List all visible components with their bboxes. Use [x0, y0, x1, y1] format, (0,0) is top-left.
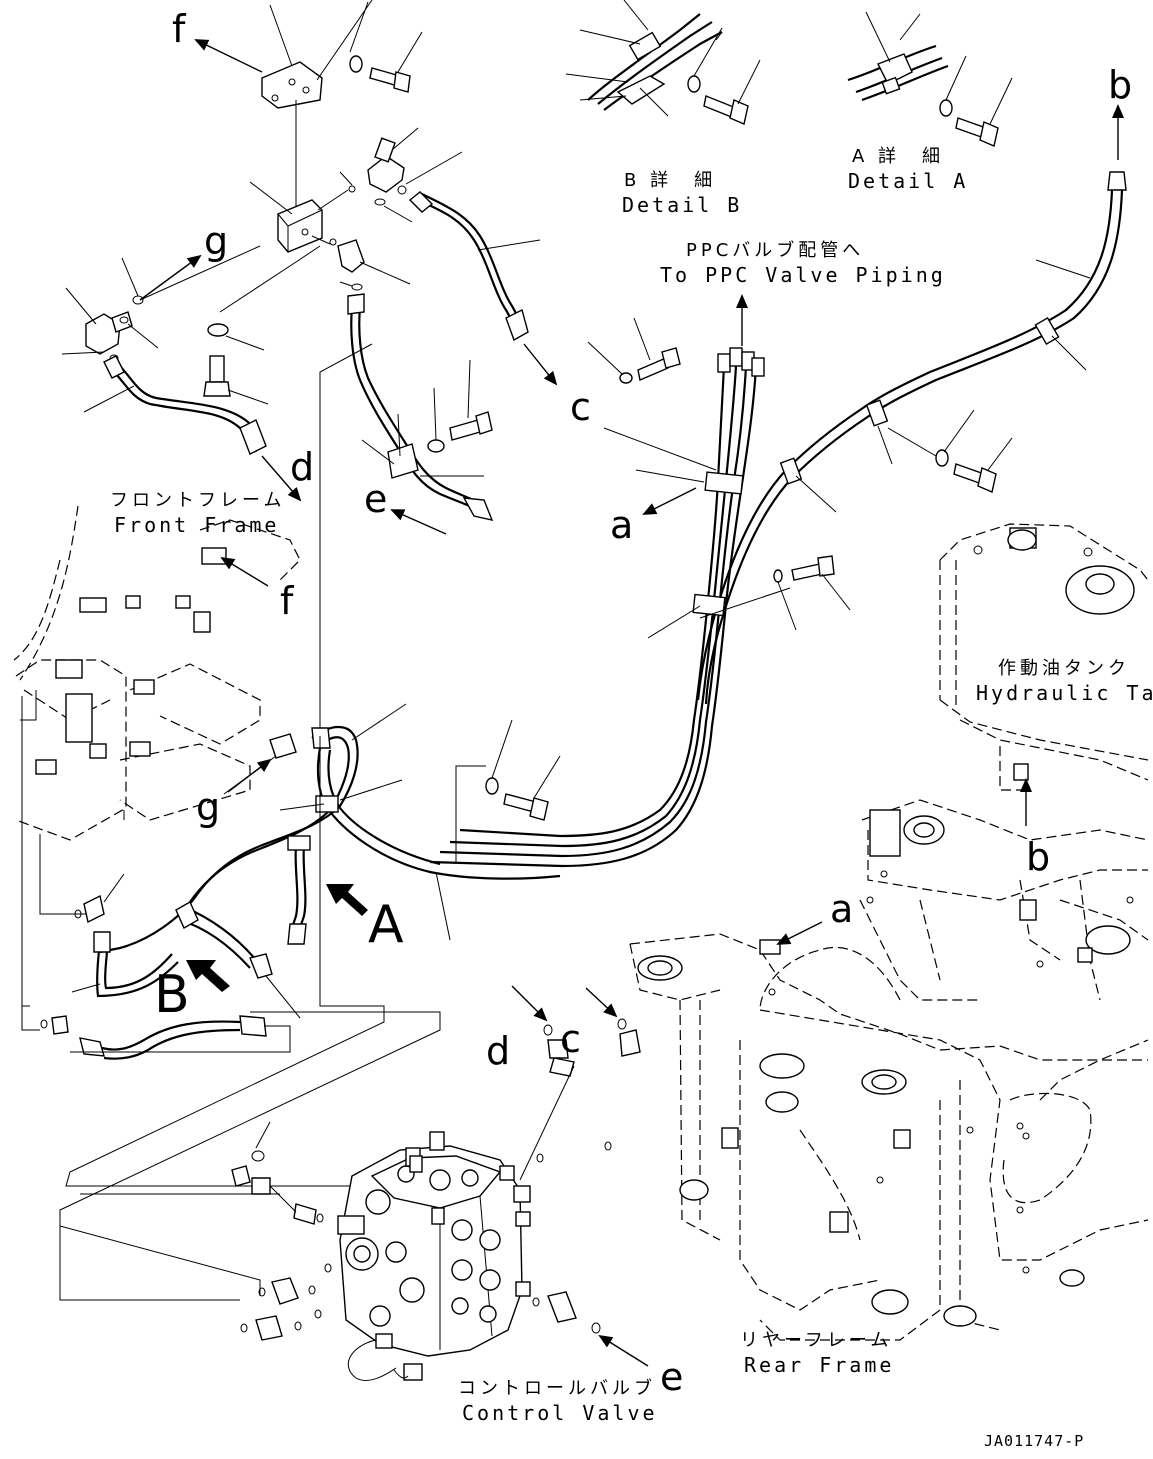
callout-c-valve: c	[560, 1017, 581, 1061]
view-label-b: B	[154, 965, 190, 1025]
detail-a: A 詳 細 Detail A	[847, 11, 1013, 193]
pressure-switch-icon	[367, 127, 419, 193]
callout-c-top: c	[570, 385, 591, 429]
detail-a-caption-jp: A 詳 細	[852, 146, 944, 167]
valve-left-fittings	[59, 1165, 332, 1341]
callout-g-bottom: g	[196, 785, 220, 829]
front-frame-caption-en: Front Frame	[114, 513, 279, 537]
front-frame	[13, 505, 301, 841]
bolt-icon	[587, 317, 681, 384]
detail-b-caption-jp: B 詳 細	[624, 170, 716, 191]
bracket-assembly	[249, 0, 463, 291]
callout-d-valve: d	[486, 1029, 510, 1073]
ppc-hose-bundle	[429, 347, 791, 868]
main-hoses	[71, 703, 561, 1019]
control-valve	[337, 1131, 531, 1381]
callout-e-top: e	[364, 477, 387, 521]
bolt-icon	[485, 719, 561, 821]
detail-b: B 詳 細 Detail B	[565, 0, 761, 217]
drawing-number: JA011747-P	[984, 1432, 1084, 1450]
callout-g-top: g	[204, 219, 228, 263]
rear-frame	[629, 799, 1149, 1341]
bolt-icon	[887, 409, 1013, 493]
bolt-and-washer	[203, 261, 297, 405]
detail-a-caption-en: Detail A	[848, 169, 968, 193]
ppc-caption-jp: PPCバルブ配管へ	[686, 239, 864, 261]
tee-fitting	[61, 245, 261, 362]
rear-frame-caption-jp: リヤーフレーム	[740, 1330, 892, 1351]
callout-b-tank: b	[1026, 835, 1050, 879]
detail-b-caption-en: Detail B	[622, 193, 742, 217]
view-label-a: A	[368, 895, 404, 955]
bolt-icon	[773, 555, 851, 631]
control-valve-caption-en: Control Valve	[462, 1401, 658, 1425]
hydraulic-tank-caption-en: Hydraulic Tank	[976, 681, 1153, 705]
view-arrow-a-icon	[326, 884, 368, 916]
hydraulic-tank	[939, 523, 1149, 791]
callout-d-top: d	[290, 445, 314, 489]
front-frame-caption-jp: フロントフレーム	[110, 490, 285, 511]
callout-f-top: f	[172, 7, 187, 51]
view-arrow-b-icon	[186, 960, 230, 992]
callout-a-top: a	[610, 503, 633, 547]
hydraulic-tank-caption-jp: 作動油タンク	[998, 658, 1130, 679]
valve-right-fittings	[519, 1018, 641, 1334]
rear-frame-caption-en: Rear Frame	[744, 1353, 894, 1377]
control-valve-caption-jp: コントロールバルブ	[458, 1377, 656, 1399]
callout-a-frame: a	[830, 887, 853, 931]
lower-left-hose	[21, 1006, 291, 1060]
callout-f-frame: f	[280, 579, 295, 623]
ppc-caption-en: To PPC Valve Piping	[660, 263, 946, 287]
bolt-icon	[369, 31, 423, 93]
bolt-icon	[427, 359, 493, 453]
callout-b-top: b	[1108, 63, 1132, 107]
callout-e-valve: e	[660, 1355, 683, 1399]
